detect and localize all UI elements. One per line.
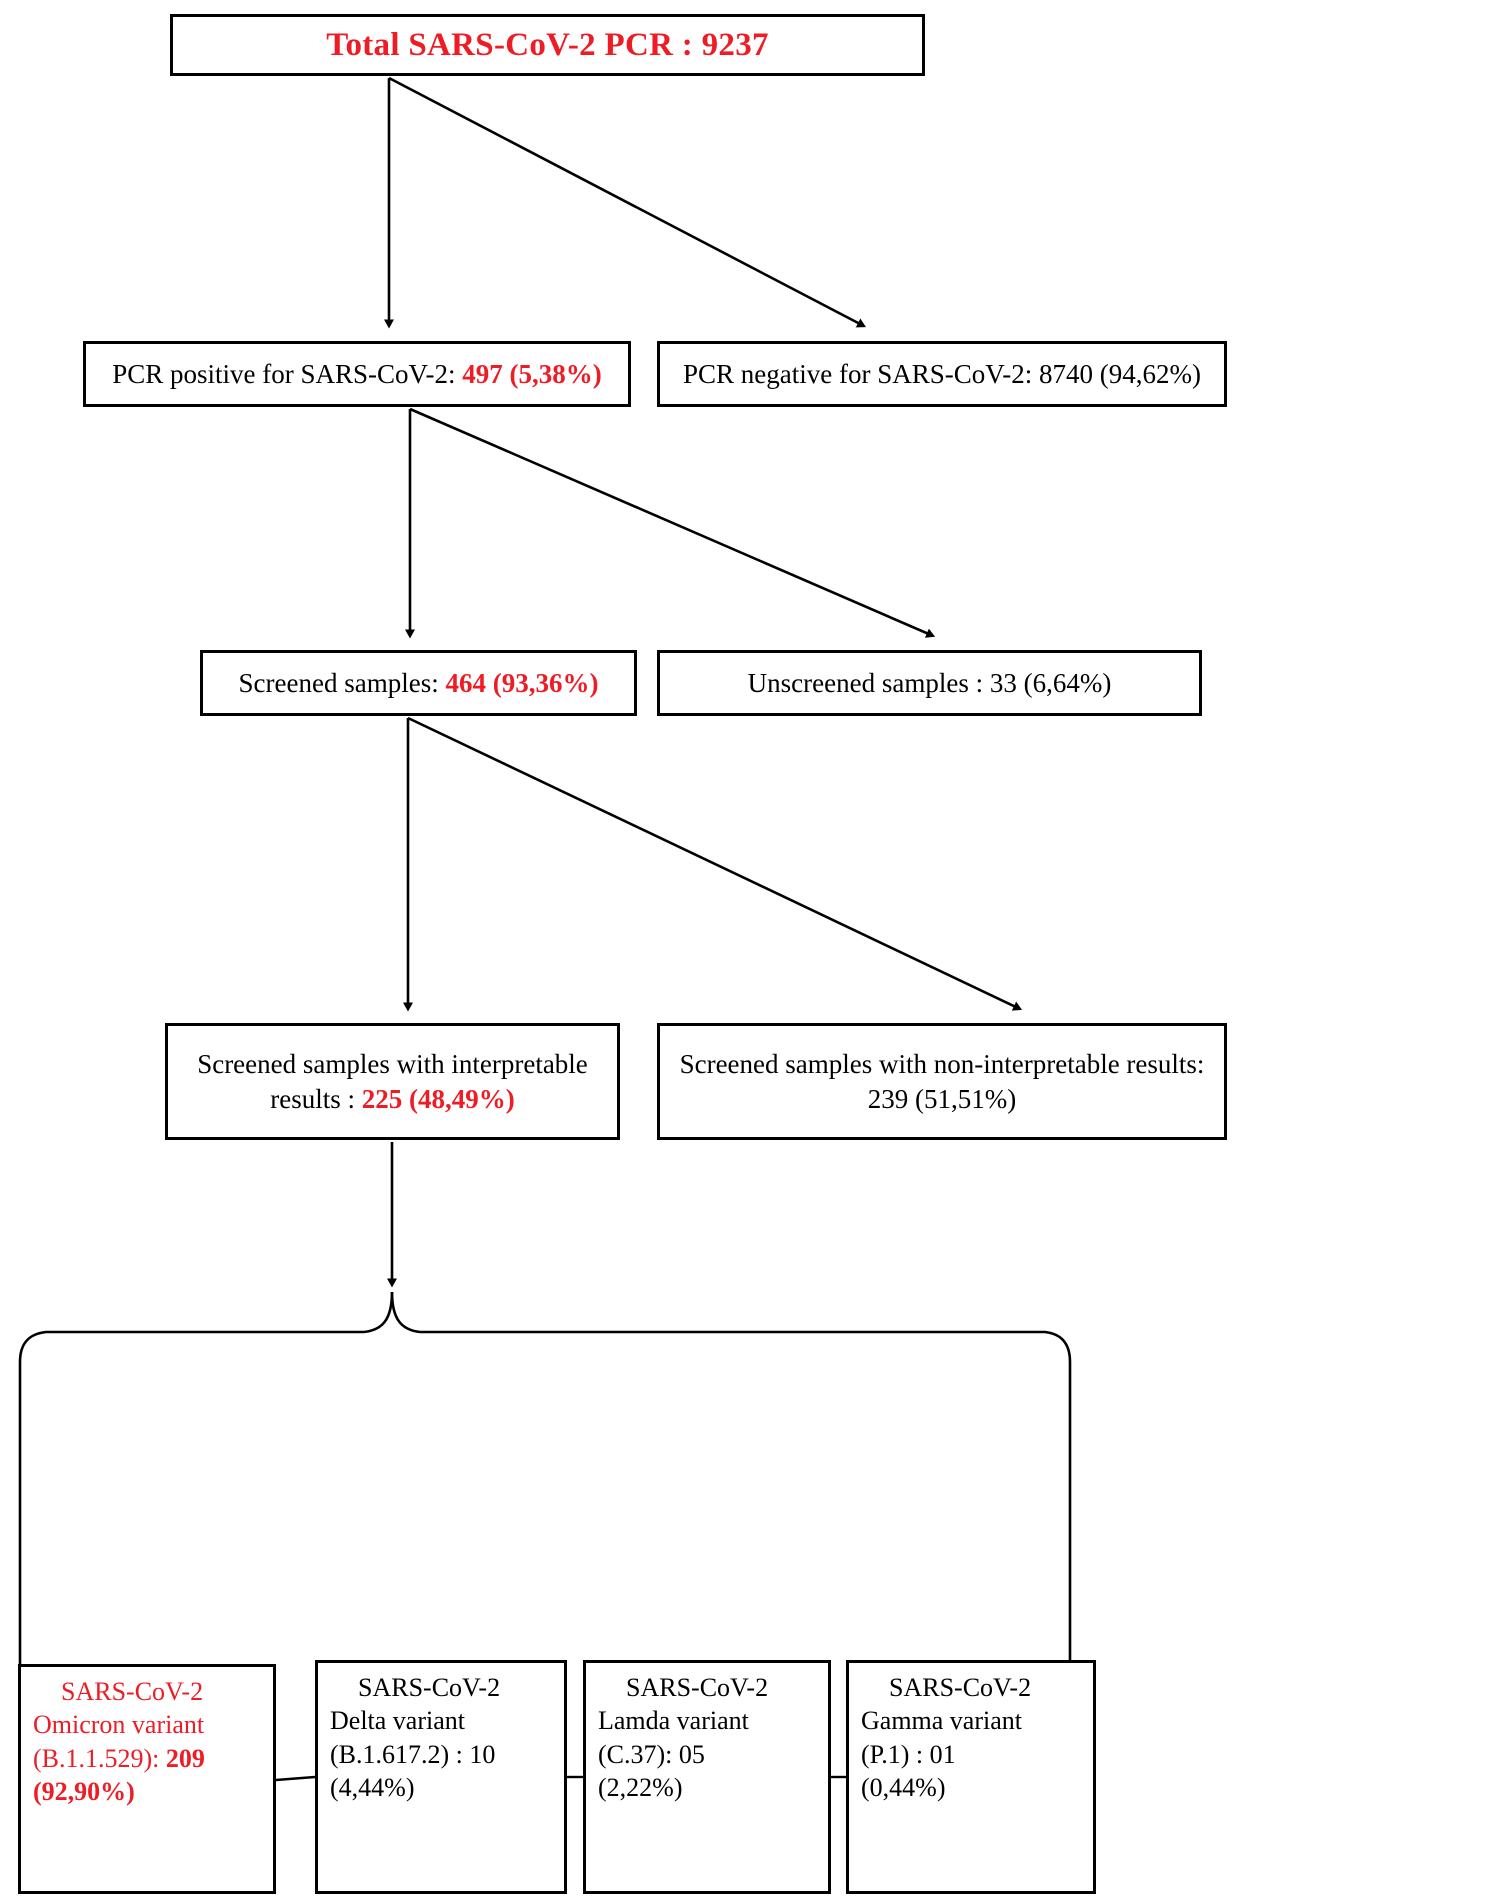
node-variant-lamda-line2: Lamda variant xyxy=(598,1706,749,1736)
node-variant-delta-line3: (B.1.617.2) : 10 xyxy=(330,1739,496,1769)
edge-screened-to-non-interpretable xyxy=(407,716,1023,1011)
node-variant-lamda-line4: (2,22%) xyxy=(598,1772,683,1802)
node-screened-samples: Screened samples: 464 (93,36%) xyxy=(200,650,637,716)
node-pcr-negative: PCR negative for SARS-CoV-2: 8740 (94,62… xyxy=(657,341,1227,407)
node-interpretable-results-value: 225 (48,49%) xyxy=(361,1083,515,1114)
node-pcr-positive: PCR positive for SARS-CoV-2: 497 (5,38%) xyxy=(83,341,631,407)
node-variant-omicron-line3-value: 209 xyxy=(165,1743,205,1773)
node-pcr-positive-text: PCR positive for SARS-CoV-2: 497 (5,38%) xyxy=(86,357,628,392)
node-total-pcr: Total SARS-CoV-2 PCR : 9237 xyxy=(170,14,925,76)
node-unscreened-samples-text: Unscreened samples : 33 (6,64%) xyxy=(660,666,1199,701)
node-variant-delta-line1: SARS-CoV-2 xyxy=(358,1673,501,1702)
node-screened-samples-prefix: Screened samples: xyxy=(238,667,446,698)
node-variant-omicron-line2: Omicron variant xyxy=(33,1710,205,1740)
node-variant-gamma-line4: (0,44%) xyxy=(861,1772,946,1802)
node-variant-omicron-line4-value: (92,90%) xyxy=(33,1776,135,1806)
node-variant-lamda-line1: SARS-CoV-2 xyxy=(626,1673,769,1702)
node-non-interpretable-results-line1: Screened samples with non-interpretable … xyxy=(679,1048,1205,1079)
node-interpretable-results-line1: Screened samples with interpretable xyxy=(197,1048,588,1079)
node-variant-gamma-line1: SARS-CoV-2 xyxy=(889,1673,1032,1702)
node-pcr-positive-value: 497 (5,38%) xyxy=(462,358,602,389)
node-interpretable-results-prefix: results : xyxy=(270,1083,362,1114)
node-unscreened-samples-value: 33 (6,64%) xyxy=(989,667,1112,698)
node-non-interpretable-results-line2: 239 (51,51%) xyxy=(867,1083,1017,1114)
node-non-interpretable-results: Screened samples with non-interpretable … xyxy=(657,1023,1227,1140)
node-non-interpretable-results-text: Screened samples with non-interpretable … xyxy=(660,1047,1224,1116)
node-screened-samples-value: 464 (93,36%) xyxy=(445,667,599,698)
node-variant-gamma-line3: (P.1) : 01 xyxy=(861,1739,956,1769)
variant-link-omicron-delta xyxy=(275,1775,316,1782)
variant-brace-connector xyxy=(18,1291,1072,1664)
node-unscreened-samples: Unscreened samples : 33 (6,64%) xyxy=(657,650,1202,716)
edge-positive-to-unscreened xyxy=(409,407,936,638)
node-interpretable-results-text: Screened samples with interpretable resul… xyxy=(168,1047,617,1116)
node-total-pcr-label: Total SARS-CoV-2 PCR : 9237 xyxy=(326,26,769,63)
node-variant-omicron-line1: SARS-CoV-2 xyxy=(61,1677,204,1706)
edge-total-to-negative xyxy=(388,76,866,328)
node-pcr-negative-value: 8740 (94,62%) xyxy=(1039,358,1201,389)
node-unscreened-samples-prefix: Unscreened samples : xyxy=(747,667,990,698)
node-interpretable-results: Screened samples with interpretable resul… xyxy=(165,1023,620,1140)
node-pcr-negative-text: PCR negative for SARS-CoV-2: 8740 (94,62… xyxy=(660,357,1224,392)
node-pcr-positive-prefix: PCR positive for SARS-CoV-2: xyxy=(112,358,463,389)
node-variant-gamma-line2: Gamma variant xyxy=(861,1706,1022,1736)
node-pcr-negative-prefix: PCR negative for SARS-CoV-2: xyxy=(682,358,1040,389)
node-screened-samples-text: Screened samples: 464 (93,36%) xyxy=(203,666,634,701)
node-variant-delta-line2: Delta variant xyxy=(330,1706,465,1736)
node-variant-lamda-line3: (C.37): 05 xyxy=(598,1739,705,1769)
node-variant-omicron-line3-prefix: (B.1.1.529): xyxy=(33,1743,166,1773)
node-variant-delta-line4: (4,44%) xyxy=(330,1772,415,1802)
